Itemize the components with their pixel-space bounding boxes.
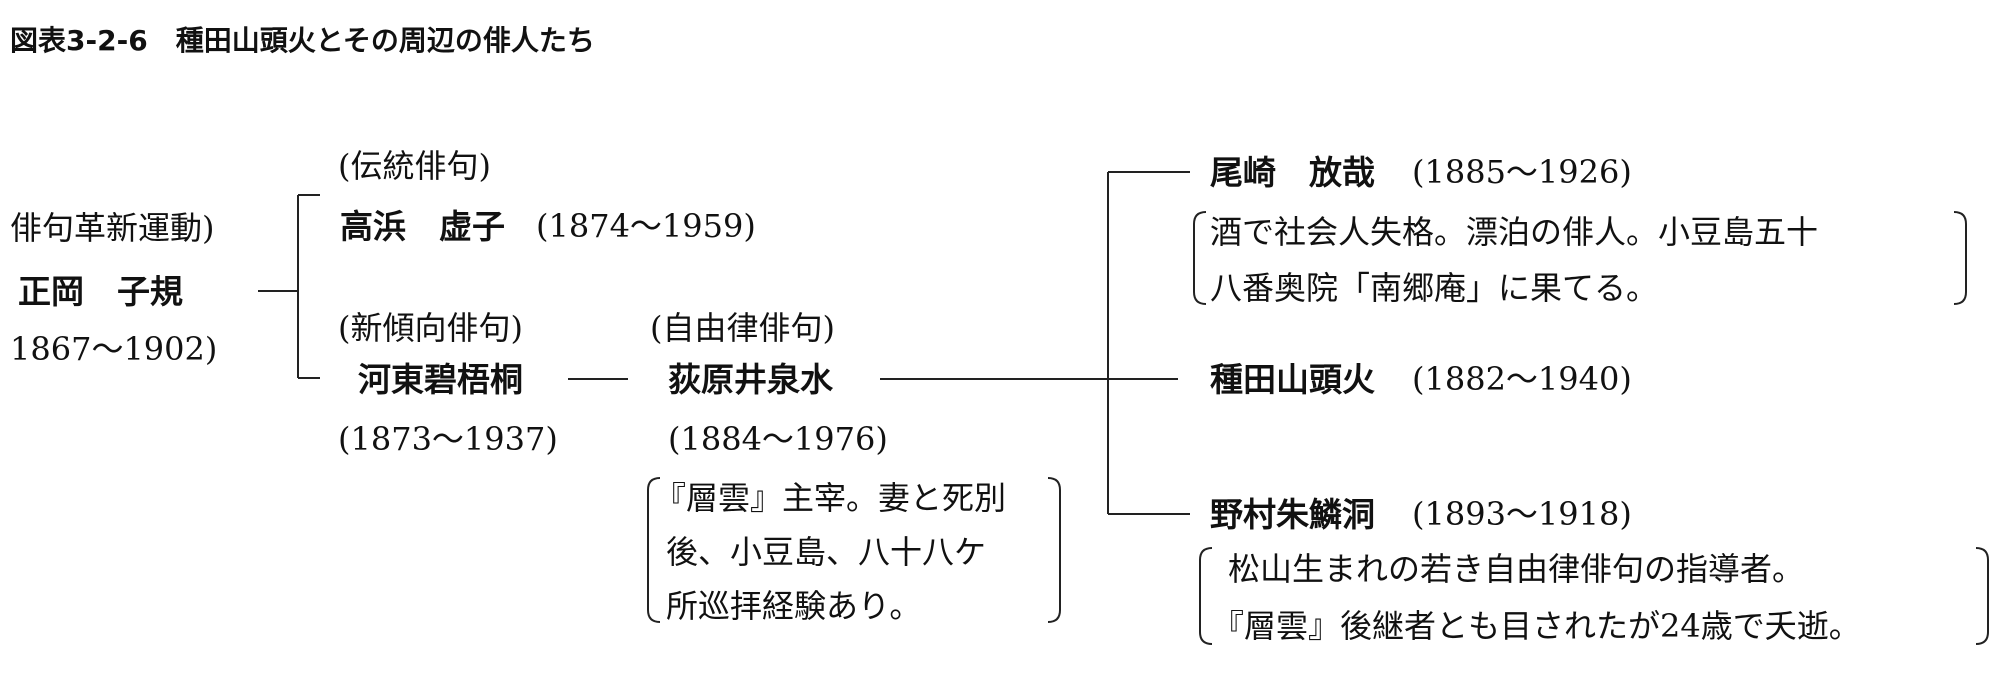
kyoshi-name: 高浜 虚子 (340, 207, 505, 246)
kyoshi-category: (伝統俳句) (338, 147, 491, 185)
santoka-name: 種田山頭火 (1210, 360, 1375, 399)
bracket-left-nomura (1199, 547, 1213, 645)
seisensui-name: 荻原井泉水 (668, 360, 833, 399)
bracket-right-nomura (1975, 547, 1989, 645)
bracket-left-seisensui (647, 477, 661, 623)
hekigodo-years: (1873〜1937) (338, 420, 558, 458)
seisensui-note-line-2: 後、小豆島、八十八ケ (666, 533, 987, 571)
bracket-right-seisensui (1047, 477, 1061, 623)
hosai-note-line-1: 酒で社会人失格。漂泊の俳人。小豆島五十 (1210, 213, 1819, 251)
seisensui-note-line-1: 『層雲』主宰。妻と死別 (654, 479, 1007, 517)
bracket-left-hosai (1193, 211, 1207, 305)
nomura-note-line-1: 松山生まれの若き自由律俳句の指導者。 (1228, 550, 1805, 588)
kyoshi-years: (1874〜1959) (536, 207, 756, 245)
nomura-name: 野村朱鱗洞 (1210, 495, 1375, 534)
seisensui-note-line-3: 所巡拝経験あり。 (666, 587, 922, 625)
hosai-name: 尾崎 放哉 (1210, 153, 1375, 192)
hosai-note-line-2: 八番奥院「南郷庵」に果てる。 (1210, 269, 1659, 307)
bracket-right-hosai (1953, 211, 1967, 305)
nomura-years: (1893〜1918) (1412, 495, 1632, 533)
shiki-movement: 俳句革新運動) (10, 209, 215, 247)
seisensui-years: (1884〜1976) (668, 420, 888, 458)
santoka-years: (1882〜1940) (1412, 360, 1632, 398)
hosai-years: (1885〜1926) (1412, 153, 1632, 191)
hekigodo-name: 河東碧梧桐 (358, 360, 523, 399)
shiki-years: 1867〜1902) (10, 330, 218, 368)
hekigodo-category: (新傾向俳句) (338, 309, 523, 347)
nomura-note-line-2: 『層雲』後継者とも目されたが24歳で夭逝。 (1212, 607, 1861, 645)
seisensui-category: (自由律俳句) (650, 309, 835, 347)
shiki-name: 正岡 子規 (18, 272, 183, 311)
figure-title: 図表3-2-6 種田山頭火とその周辺の俳人たち (10, 24, 595, 57)
